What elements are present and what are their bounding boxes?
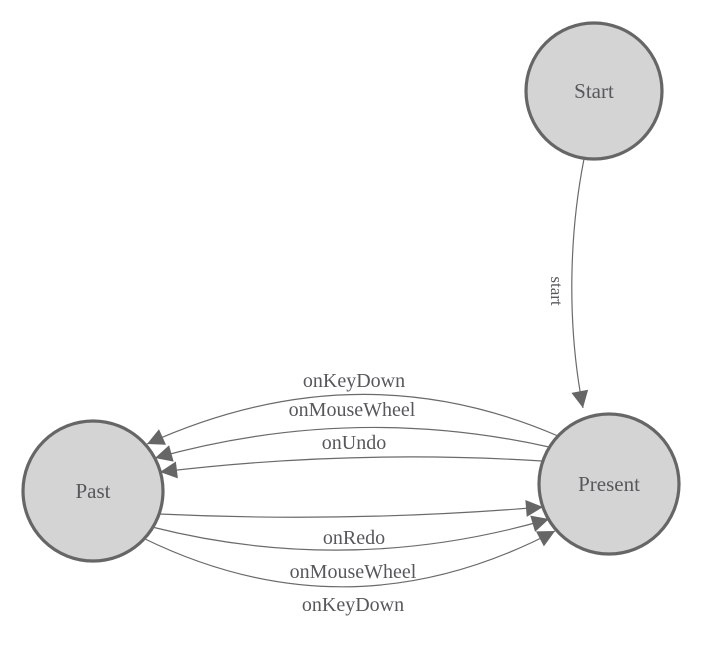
- transition-edge-present-to-past: [159, 456, 543, 479]
- transition-label-present-to-past-3: onUndo: [322, 432, 386, 454]
- transition-edge-past-to-present: [151, 515, 550, 551]
- transition-edge-past-to-present: [142, 530, 556, 588]
- transition-edge-past-to-present: [158, 499, 544, 518]
- edges-layer: [142, 158, 589, 588]
- edge-labels-layer: start onKeyDown onMouseWheel onUndo onRedo on…: [289, 276, 566, 616]
- state-node-circle-start[interactable]: [524, 21, 664, 161]
- state-node-circle-past[interactable]: [21, 419, 165, 563]
- transition-label-past-to-present-5: onMouseWheel: [290, 561, 417, 583]
- transition-label-start-to-present-0: start: [547, 276, 566, 306]
- state-node-start[interactable]: Start: [524, 21, 664, 161]
- transition-label-past-to-present-4: onRedo: [323, 527, 385, 549]
- state-node-label-present: Present: [578, 472, 640, 496]
- transition-label-present-to-past-1: onKeyDown: [303, 370, 405, 392]
- transition-label-present-to-past-2: onMouseWheel: [289, 399, 416, 421]
- state-node-label-past: Past: [75, 479, 110, 503]
- state-node-past[interactable]: Past: [21, 419, 165, 563]
- transition-edge-present-to-past: [154, 426, 550, 462]
- state-node-circle-present[interactable]: [537, 412, 681, 556]
- transition-edge-present-to-past: [146, 393, 559, 445]
- transition-edge-start-to-present: [571, 158, 589, 409]
- state-node-label-start: Start: [574, 79, 614, 103]
- state-node-present[interactable]: Present: [537, 412, 681, 556]
- transition-label-past-to-present-6: onKeyDown: [302, 594, 404, 616]
